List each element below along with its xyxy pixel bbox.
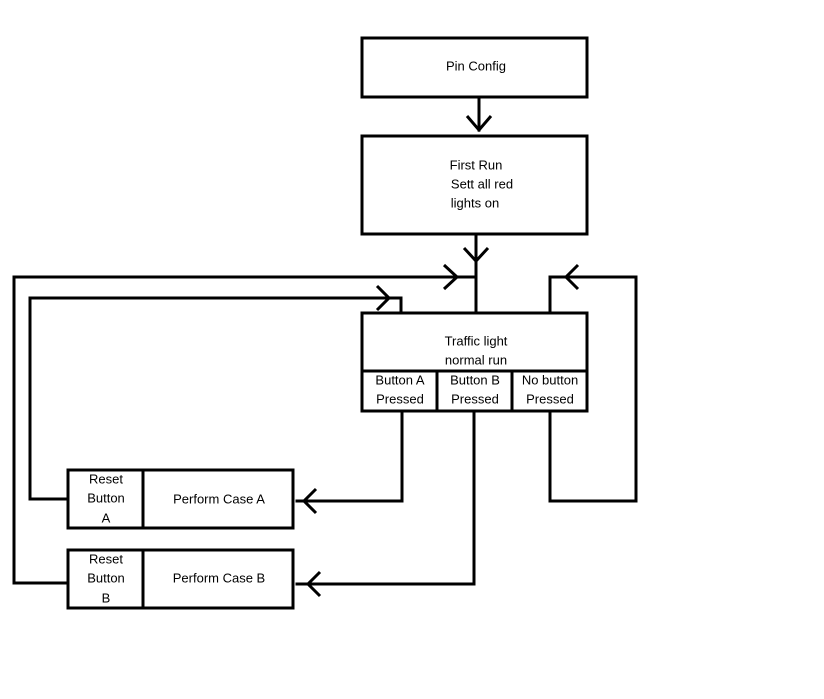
traffic-light-line-1: Traffic light	[445, 333, 508, 348]
connectors	[12, 96, 638, 586]
arrowhead-left-no-button-loop	[563, 263, 580, 291]
connector-button-b-to-perform-case-b	[295, 409, 476, 586]
arrowhead-left-perform-case-b	[305, 570, 322, 598]
button-b-pressed-line-1: Button B	[450, 372, 500, 387]
pin-config-label: Pin Config	[446, 58, 506, 73]
connector-reset-b-loop	[12, 275, 478, 585]
first-run-line-2: Sett all red	[451, 176, 513, 191]
connector-button-a-to-perform-case-a	[295, 409, 404, 503]
button-a-pressed-line-2: Pressed	[376, 391, 424, 406]
arrowhead-down-traffic-light	[462, 246, 490, 264]
no-button-pressed-line-1: No button	[522, 372, 578, 387]
first-run-node: First Run Sett all red lights on	[360, 134, 589, 236]
reset-button-b-line-1: Reset	[89, 551, 123, 566]
button-a-pressed-line-1: Button A	[375, 372, 424, 387]
traffic-light-node: Traffic light normal run Button A Presse…	[360, 311, 589, 413]
arrowhead-right-reset-a-loop	[375, 284, 392, 312]
reset-button-a-line-1: Reset	[89, 471, 123, 486]
reset-button-a-line-2: Button	[87, 490, 125, 505]
arrowhead-right-junction	[442, 263, 460, 291]
perform-case-a-label: Perform Case A	[173, 491, 265, 506]
connector-no-button-loop	[548, 275, 638, 503]
case-a-node: Reset Button A Perform Case A	[66, 468, 295, 530]
reset-button-a-line-3: A	[102, 510, 111, 525]
button-b-pressed-line-2: Pressed	[451, 391, 499, 406]
arrowheads	[301, 115, 580, 598]
first-run-line-1: First Run	[450, 157, 503, 172]
reset-button-b-line-2: Button	[87, 570, 125, 585]
pin-config-node: Pin Config	[360, 36, 589, 99]
arrowhead-left-perform-case-a	[301, 487, 318, 515]
perform-case-b-label: Perform Case B	[173, 570, 265, 585]
first-run-line-3: lights on	[451, 195, 499, 210]
connector-reset-a-loop	[28, 296, 403, 501]
no-button-pressed-line-2: Pressed	[526, 391, 574, 406]
reset-button-b-line-3: B	[102, 590, 111, 605]
arrowhead-down-first-run	[465, 115, 493, 133]
traffic-light-line-2: normal run	[445, 352, 507, 367]
case-b-node: Reset Button B Perform Case B	[66, 548, 295, 610]
